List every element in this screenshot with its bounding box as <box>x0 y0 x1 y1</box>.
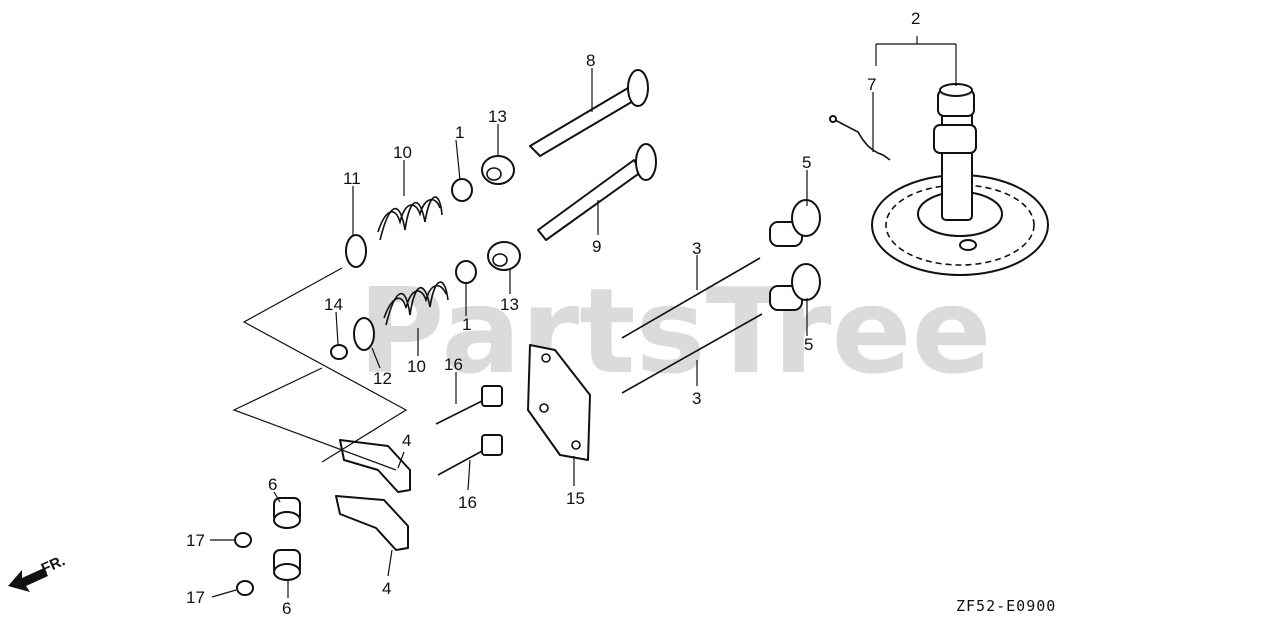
callout-6-lower: 6 <box>282 599 291 618</box>
callout-7: 7 <box>867 75 876 94</box>
rocker-arm-upper[interactable] <box>339 439 411 493</box>
callout-3-lower: 3 <box>692 389 701 408</box>
pushrod-lower[interactable] <box>621 313 763 394</box>
callout-9: 9 <box>592 237 601 256</box>
front-direction-arrow-icon <box>8 568 48 592</box>
valve-cap[interactable] <box>330 344 348 360</box>
rocker-arm-bolt-upper[interactable] <box>435 385 503 425</box>
rocker-pivot-lower[interactable] <box>273 549 301 581</box>
callout-2: 2 <box>911 9 920 28</box>
pivot-nut-upper[interactable] <box>234 532 252 548</box>
valve-collet-lower[interactable] <box>455 260 477 284</box>
callout-10-upper: 10 <box>393 143 412 162</box>
gear-spring[interactable] <box>829 115 891 161</box>
rocker-arm-lower[interactable] <box>335 495 409 551</box>
callout-10-lower: 10 <box>407 357 426 376</box>
callout-12: 12 <box>373 369 392 388</box>
callout-16-lower: 16 <box>458 493 477 512</box>
callout-1-upper: 1 <box>455 123 464 142</box>
tappet-lower[interactable] <box>769 263 821 311</box>
direction-label: FR. <box>39 552 68 577</box>
callout-11: 11 <box>343 169 361 188</box>
callout-17-lower: 17 <box>186 588 205 607</box>
callout-1-lower: 1 <box>462 315 471 334</box>
valve-lower[interactable] <box>537 143 657 241</box>
valve-retainer-lower[interactable] <box>487 241 521 271</box>
callout-16-upper: 16 <box>444 355 463 374</box>
callout-4-upper: 4 <box>402 431 411 450</box>
callout-5-lower: 5 <box>804 335 813 354</box>
pivot-nut-lower[interactable] <box>236 580 254 596</box>
spring-seat-upper[interactable] <box>345 234 367 268</box>
callout-4-lower: 4 <box>382 579 391 598</box>
valve-spring-upper[interactable] <box>377 196 443 241</box>
pushrod-upper[interactable] <box>621 257 761 339</box>
callout-14: 14 <box>324 295 343 314</box>
valve-spring-lower[interactable] <box>383 281 449 326</box>
pushrod-guide-plate[interactable] <box>527 344 591 461</box>
callout-15: 15 <box>566 489 585 508</box>
callout-leaders <box>210 36 957 598</box>
valve-collet-upper[interactable] <box>451 178 473 202</box>
spring-seat-lower[interactable] <box>353 317 375 351</box>
callout-5-upper: 5 <box>802 153 811 172</box>
tappet-upper[interactable] <box>769 199 821 247</box>
valve-retainer-upper[interactable] <box>481 155 515 185</box>
callout-3-upper: 3 <box>692 239 701 258</box>
diagram-code: ZF52-E0900 <box>956 597 1056 615</box>
callout-6-upper: 6 <box>268 475 277 494</box>
valve-upper[interactable] <box>529 69 649 157</box>
rocker-pivot-upper[interactable] <box>273 497 301 529</box>
assembly-guide-lines <box>232 267 408 471</box>
callout-17-upper: 17 <box>186 531 205 550</box>
callout-8: 8 <box>586 51 595 70</box>
callout-13-lower: 13 <box>500 295 519 314</box>
camshaft-gear[interactable] <box>871 83 1049 276</box>
watermark: PartsTree <box>358 262 992 400</box>
rocker-arm-bolt-lower[interactable] <box>437 434 503 476</box>
callout-13-upper: 13 <box>488 107 507 126</box>
